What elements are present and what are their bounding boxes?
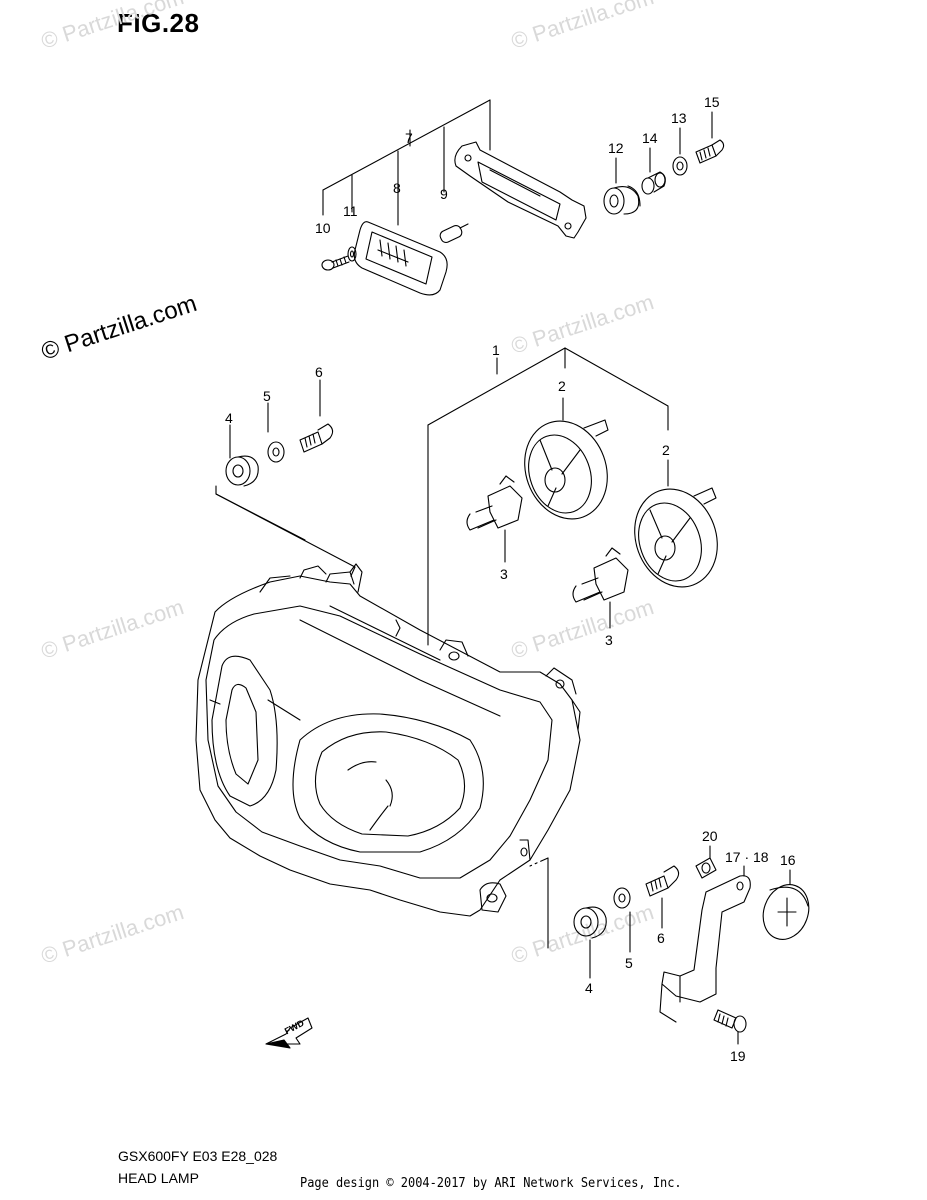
part-8-plate — [354, 222, 447, 295]
copyright-notice: Page design © 2004-2017 by ARI Network S… — [300, 1176, 682, 1191]
leaders-3 — [505, 530, 610, 628]
part-9-bulb — [438, 224, 468, 244]
callout-3: 3 — [605, 632, 613, 648]
callout-11: 11 — [343, 203, 358, 219]
leader-group-7 — [323, 100, 490, 225]
leader-group-1 — [428, 348, 668, 645]
leaders-12-15 — [616, 112, 712, 183]
callout-5: 5 — [263, 388, 271, 404]
part-5-washer-upper — [268, 442, 284, 462]
figure-title: FIG.28 — [117, 8, 200, 38]
part-6-bolt-lower — [646, 866, 679, 896]
callout-1: 1 — [492, 342, 500, 358]
leaders-2 — [563, 398, 668, 486]
callout-9: 9 — [440, 186, 448, 202]
callout-4: 4 — [585, 980, 593, 996]
part-10-screw — [322, 256, 349, 270]
part-3-bulb-lower — [573, 548, 628, 602]
callout-3: 3 — [500, 566, 508, 582]
part-2-reflector-upper — [511, 409, 620, 530]
part-14-collar — [642, 172, 665, 194]
fwd-arrow-icon — [266, 1018, 312, 1048]
part-4-grommet-lower — [574, 907, 606, 938]
callout-5: 5 — [625, 955, 633, 971]
callout-2: 2 — [662, 442, 670, 458]
part-15-bolt — [696, 140, 724, 163]
part-17-18-bracket — [660, 866, 750, 1022]
part-6-bolt-upper — [300, 424, 333, 452]
callout-16: 16 — [780, 852, 796, 868]
leaders-lower-456 — [590, 898, 662, 978]
callout-19: 19 — [730, 1048, 746, 1064]
section-name: HEAD LAMP — [118, 1170, 199, 1186]
callout-6: 6 — [315, 364, 323, 380]
model-code: GSX600FY E03 E28_028 — [118, 1148, 278, 1164]
part-19-screw — [714, 1010, 746, 1044]
callout-6: 6 — [657, 930, 665, 946]
callout-10: 10 — [315, 220, 331, 236]
callout-15: 15 — [704, 94, 720, 110]
part-3-bulb-upper — [467, 476, 522, 530]
headlamp-assembly — [196, 564, 580, 916]
part-12-grommet — [604, 186, 640, 214]
part-5-washer-lower — [614, 888, 630, 908]
callout-4: 4 — [225, 410, 233, 426]
part-7-bracket — [455, 142, 586, 238]
callout-14: 14 — [642, 130, 658, 146]
callout-8: 8 — [393, 180, 401, 196]
part-11-washer — [348, 247, 356, 261]
part-13-washer — [673, 157, 687, 175]
callout-17-18: 17 · 18 — [725, 849, 769, 865]
callout-20: 20 — [702, 828, 718, 844]
part-4-grommet-upper — [226, 456, 258, 486]
part-20-nut — [696, 846, 716, 878]
callout-13: 13 — [671, 110, 687, 126]
part-2-reflector-lower — [621, 477, 730, 598]
callout-2: 2 — [558, 378, 566, 394]
callout-12: 12 — [608, 140, 624, 156]
leader-mount-upper — [216, 380, 355, 578]
leader-mount-lower — [530, 858, 548, 948]
part-16-cap — [756, 870, 816, 946]
callout-7: 7 — [405, 130, 413, 146]
